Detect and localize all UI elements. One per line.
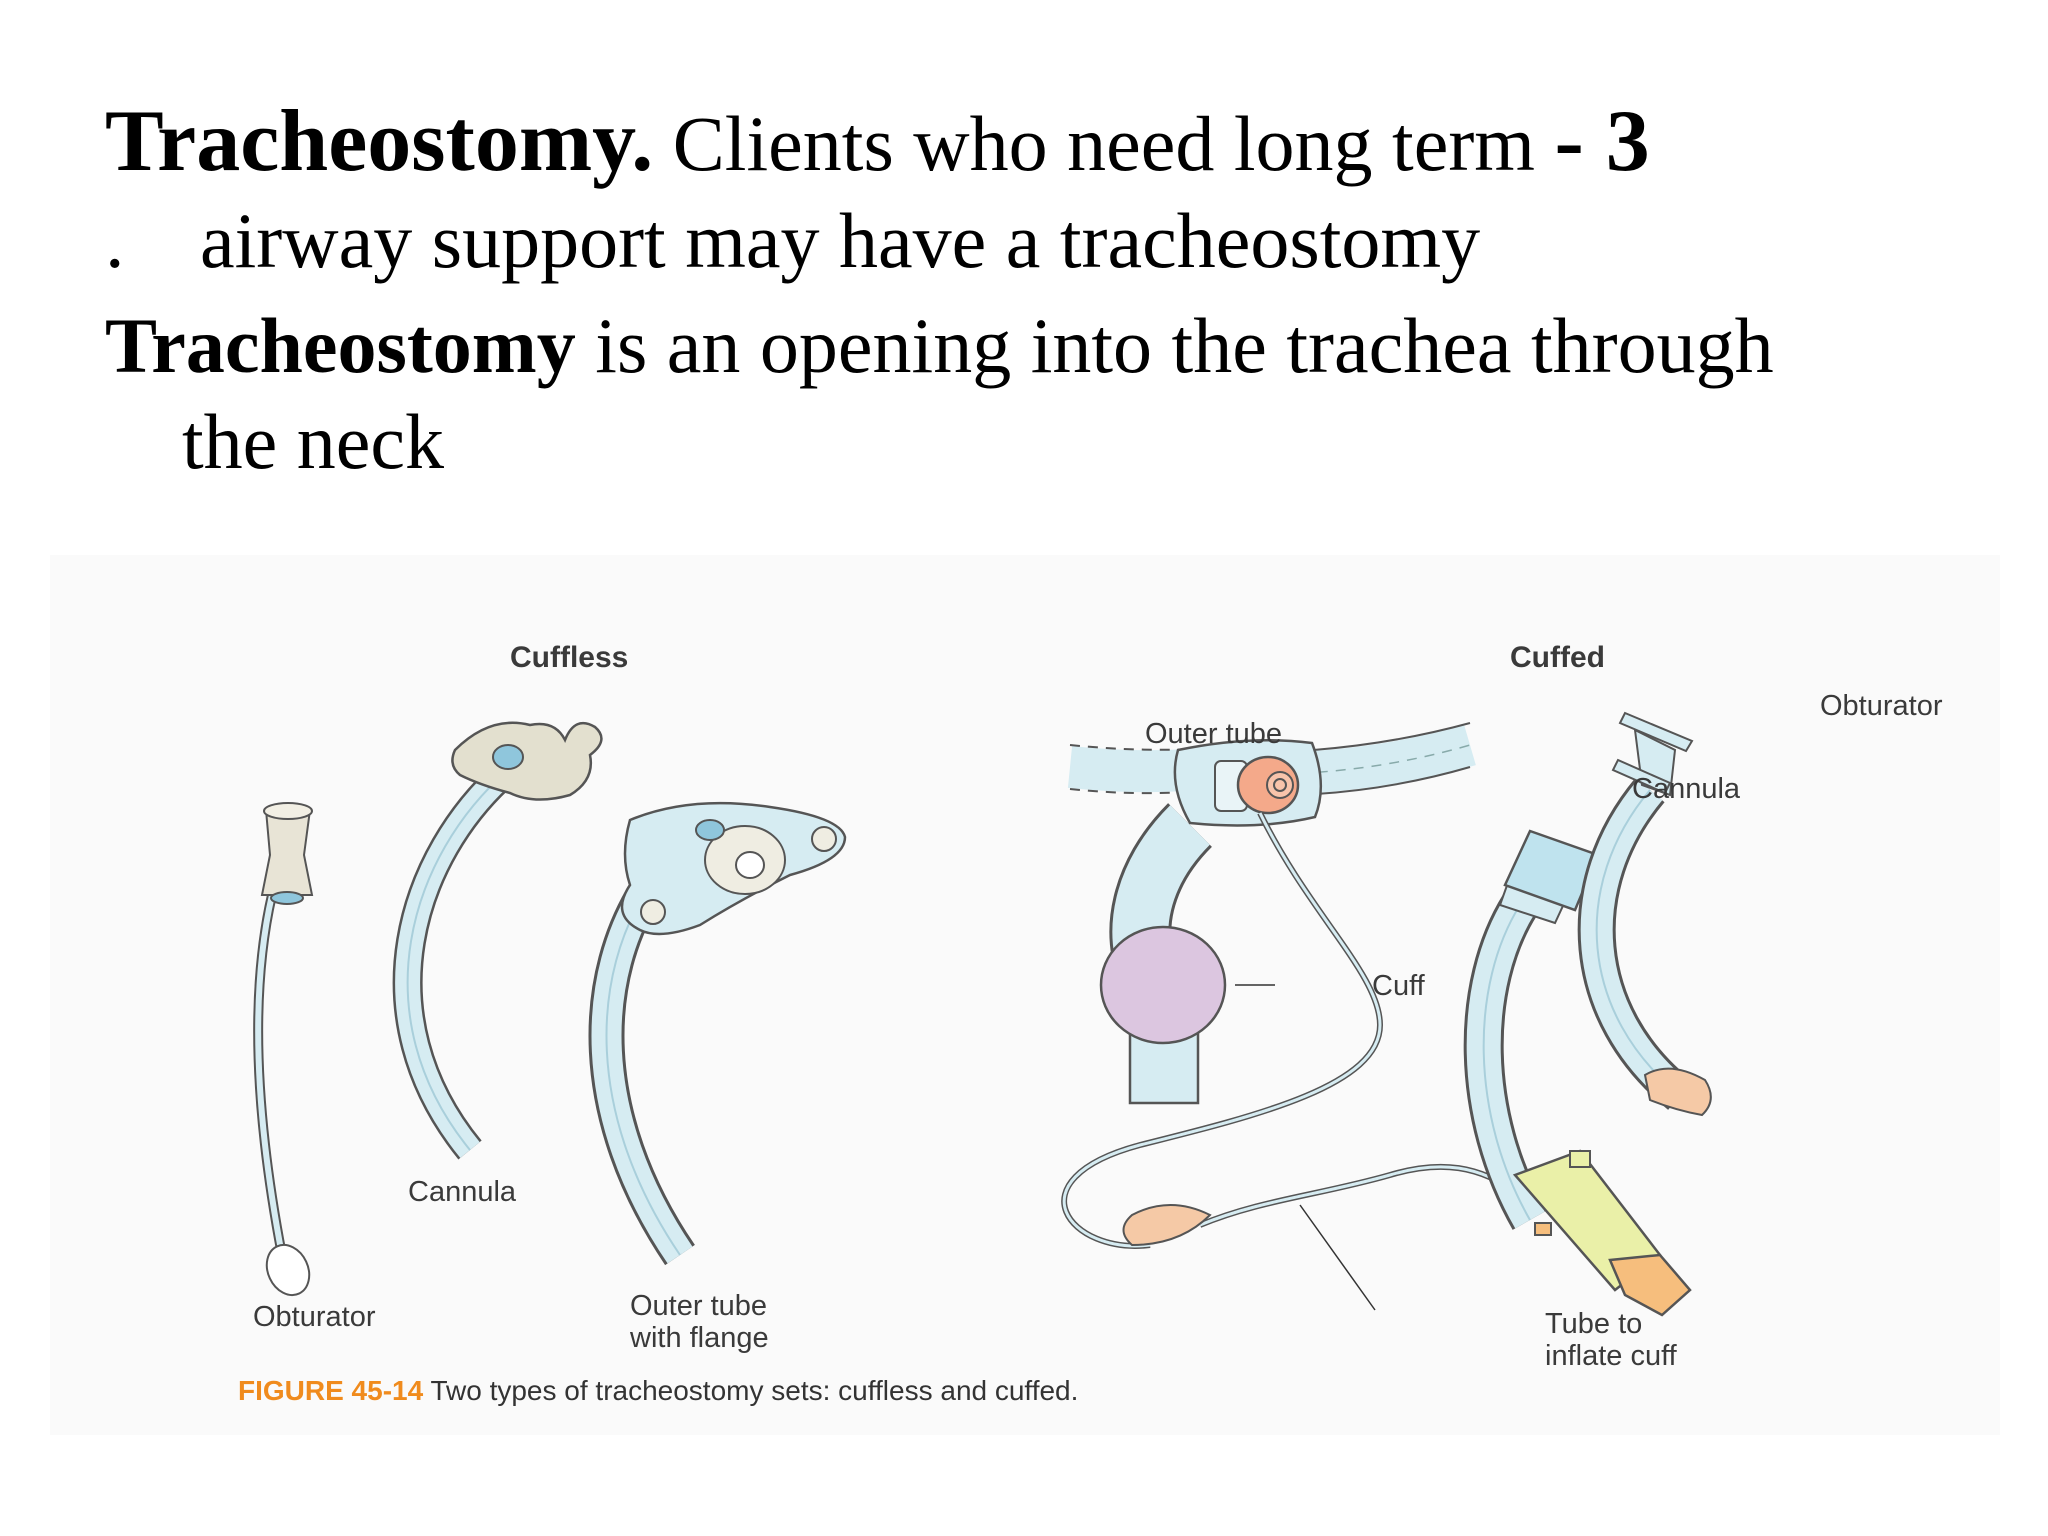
tracheostomy-figure: Cuffless Obturator Cannula Outer tube wi… bbox=[50, 555, 2000, 1435]
paragraph-1-line-2: . airway support may have a tracheostomy bbox=[105, 196, 1480, 286]
cuffed-cannula-label: Cannula bbox=[1632, 773, 1741, 805]
paragraph-1-line-2-text: airway support may have a tracheostomy bbox=[200, 197, 1481, 284]
cuffed-inflation-line-illustration bbox=[1061, 811, 1522, 1311]
cuffed-cuff-label: Cuff bbox=[1372, 970, 1426, 1002]
cuffed-obturator-illustration bbox=[1577, 711, 1712, 1117]
cuffless-obturator-label: Obturator bbox=[253, 1301, 376, 1333]
figure-caption: FIGURE 45-14 Two types of tracheostomy s… bbox=[238, 1375, 1078, 1406]
cuffed-outer-tube-illustration bbox=[1067, 722, 1476, 1105]
cuffed-inflate-label-1: Tube to bbox=[1545, 1308, 1642, 1340]
cuffless-header: Cuffless bbox=[510, 641, 628, 674]
paragraph-2-line-1: Tracheostomy is an opening into the trac… bbox=[105, 300, 1774, 392]
cuffed-syringe-illustration bbox=[1512, 1149, 1692, 1317]
cuffed-outer-tube-label: Outer tube bbox=[1145, 718, 1282, 750]
figure-caption-text: Two types of tracheostomy sets: cuffless… bbox=[423, 1375, 1078, 1406]
slide-number: - 3 bbox=[1554, 93, 1650, 190]
bullet-marker: . bbox=[105, 197, 125, 284]
term-tracheostomy-2: Tracheostomy bbox=[105, 302, 576, 389]
cuffless-outer-tube-label-2: with flange bbox=[629, 1322, 769, 1354]
paragraph-2-line-2: the neck bbox=[182, 396, 444, 488]
cuffless-outer-tube-label-1: Outer tube bbox=[630, 1290, 767, 1322]
cuffed-cannula-illustration bbox=[1463, 829, 1600, 1230]
cuffed-inflate-label-2: inflate cuff bbox=[1545, 1340, 1678, 1372]
paragraph-2-text: is an opening into the trachea through bbox=[575, 302, 1774, 389]
cuffless-obturator-illustration bbox=[253, 802, 314, 1297]
cuffless-outer-tube-illustration bbox=[588, 801, 847, 1266]
paragraph-2-line-2-text: the neck bbox=[182, 398, 445, 485]
paragraph-1-line-1: Tracheostomy. Clients who need long term… bbox=[105, 92, 1650, 194]
paragraph-1-text: Clients who need long term bbox=[653, 100, 1555, 187]
figure-caption-number: FIGURE 45-14 bbox=[238, 1375, 424, 1406]
cuffed-obturator-label: Obturator bbox=[1820, 690, 1943, 722]
cuffless-cannula-label: Cannula bbox=[408, 1176, 517, 1208]
cuffless-cannula-illustration bbox=[392, 721, 603, 1160]
term-tracheostomy-1: Tracheostomy. bbox=[105, 93, 654, 190]
cuffed-header: Cuffed bbox=[1510, 641, 1605, 674]
